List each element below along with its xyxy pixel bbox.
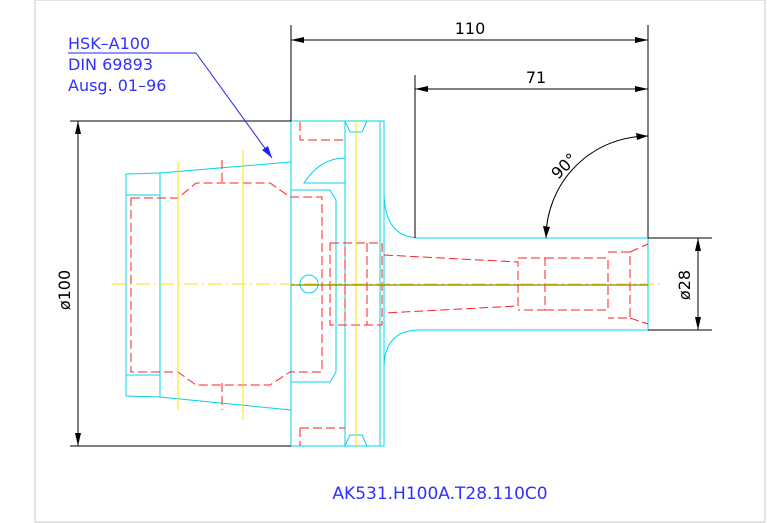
shank-bottom-fillet — [383, 329, 648, 369]
dimension-28-text: ø28 — [675, 270, 694, 300]
dimension-100-text: ø100 — [55, 270, 74, 310]
arrow-110-left — [291, 37, 304, 43]
flange-hidden — [299, 122, 345, 446]
orientation-notch — [303, 157, 346, 184]
dimension-71-text: 71 — [526, 68, 546, 87]
bore-outline — [291, 189, 337, 383]
cavity-ribs — [221, 160, 244, 410]
angle-arrow-bottom — [543, 226, 550, 238]
leader-line — [195, 52, 273, 159]
shank-top-fillet — [383, 191, 648, 239]
dimension-angle-text: 90° — [547, 149, 580, 182]
dimensioning: 110 71 90° ø100 ø28 — [55, 19, 712, 447]
arrow-71-right — [635, 86, 648, 92]
arrow-71-left — [415, 86, 428, 92]
arrow-110-right — [635, 37, 648, 43]
collet-body-hidden — [545, 257, 609, 311]
spec-label-line1: HSK–A100 — [68, 34, 150, 53]
part-code: AK531.H100A.T28.110C0 — [332, 484, 547, 504]
spec-label-line3: Ausg. 01–96 — [68, 76, 166, 95]
drawing-frame — [34, 0, 766, 523]
spec-label-line2: DIN 69893 — [68, 55, 153, 74]
arrow-28-top — [695, 238, 701, 251]
arrow-100-top — [75, 121, 81, 134]
dimension-110-text: 110 — [455, 19, 486, 38]
hsk-taper-outline — [159, 161, 292, 411]
angle-arrow-top — [636, 133, 648, 140]
clamp-inner-hidden — [344, 243, 368, 325]
clamp-hidden — [329, 242, 383, 326]
arrow-28-bottom — [695, 317, 701, 330]
leader-arrow — [262, 146, 272, 158]
collet-chamfer-hidden — [629, 243, 649, 325]
hsk-taper-step — [126, 194, 160, 376]
spec-label: HSK–A100 DIN 69893 Ausg. 01–96 — [68, 34, 273, 159]
centerlines — [112, 120, 660, 448]
arrow-100-bottom — [75, 433, 81, 446]
angle-arc — [545, 135, 649, 239]
hsk-taper-end — [125, 172, 161, 398]
shank-bore-hidden — [383, 254, 519, 314]
